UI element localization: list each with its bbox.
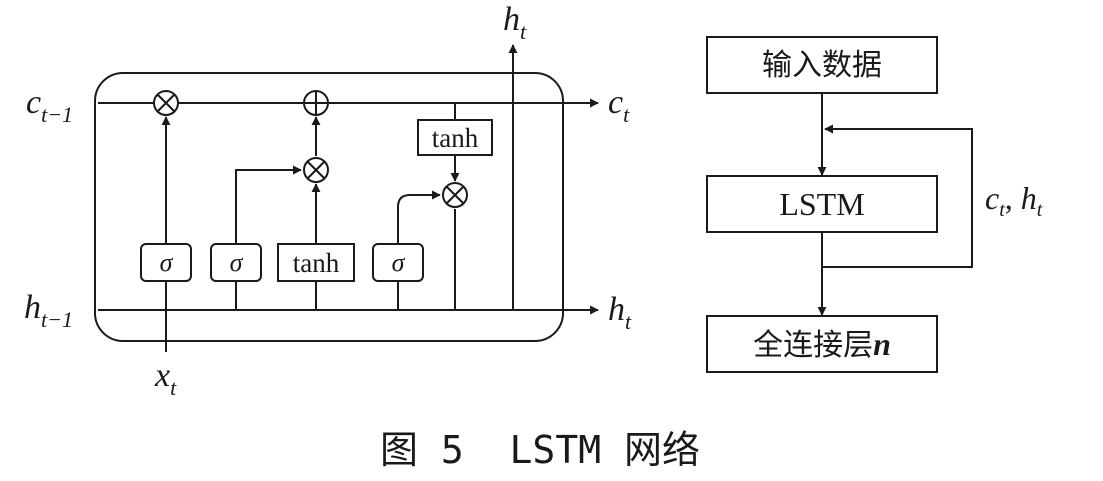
h-out-top-label: ht xyxy=(503,1,527,44)
recurrent-loop-arrow xyxy=(822,124,973,268)
cell-boundary xyxy=(94,72,564,342)
x-input-label: xt xyxy=(154,357,177,400)
fully-connected-box xyxy=(706,315,938,373)
h-out-right-label: ht xyxy=(608,291,632,334)
tanh-output-box xyxy=(417,119,493,156)
figure-caption: 图 5 LSTM 网络 xyxy=(380,428,700,472)
input-multiply-operator xyxy=(303,157,329,183)
input-data-label: 输入数据 xyxy=(762,48,882,83)
tanh-output-label: tanh xyxy=(432,123,479,153)
lstm-label: LSTM xyxy=(779,186,864,222)
input-gate-arrow xyxy=(235,165,302,244)
output-gate-arrow xyxy=(397,190,441,244)
flowchart xyxy=(706,36,973,373)
forget-gate-label: σ xyxy=(160,248,174,277)
h-prev-label: ht−1 xyxy=(24,289,73,332)
forget-multiply-operator xyxy=(153,90,179,116)
output-gate-box xyxy=(372,243,424,282)
c-prev-label: ct−1 xyxy=(26,84,73,127)
lstm-cell-diagram xyxy=(94,44,599,352)
output-multiply-operator xyxy=(442,182,468,208)
fully-connected-label: 全连接层n xyxy=(753,326,891,363)
forget-gate-box xyxy=(140,243,192,282)
input-data-box xyxy=(706,36,938,94)
output-gate-label: σ xyxy=(392,248,406,277)
lstm-box xyxy=(706,175,938,233)
c-out-label: ct xyxy=(608,84,630,127)
input-gate-label: σ xyxy=(230,248,244,277)
candidate-label: tanh xyxy=(293,248,340,278)
candidate-box xyxy=(277,243,355,282)
input-gate-box xyxy=(210,243,262,282)
add-operator xyxy=(303,90,329,116)
loop-label: ct, ht xyxy=(985,180,1043,221)
